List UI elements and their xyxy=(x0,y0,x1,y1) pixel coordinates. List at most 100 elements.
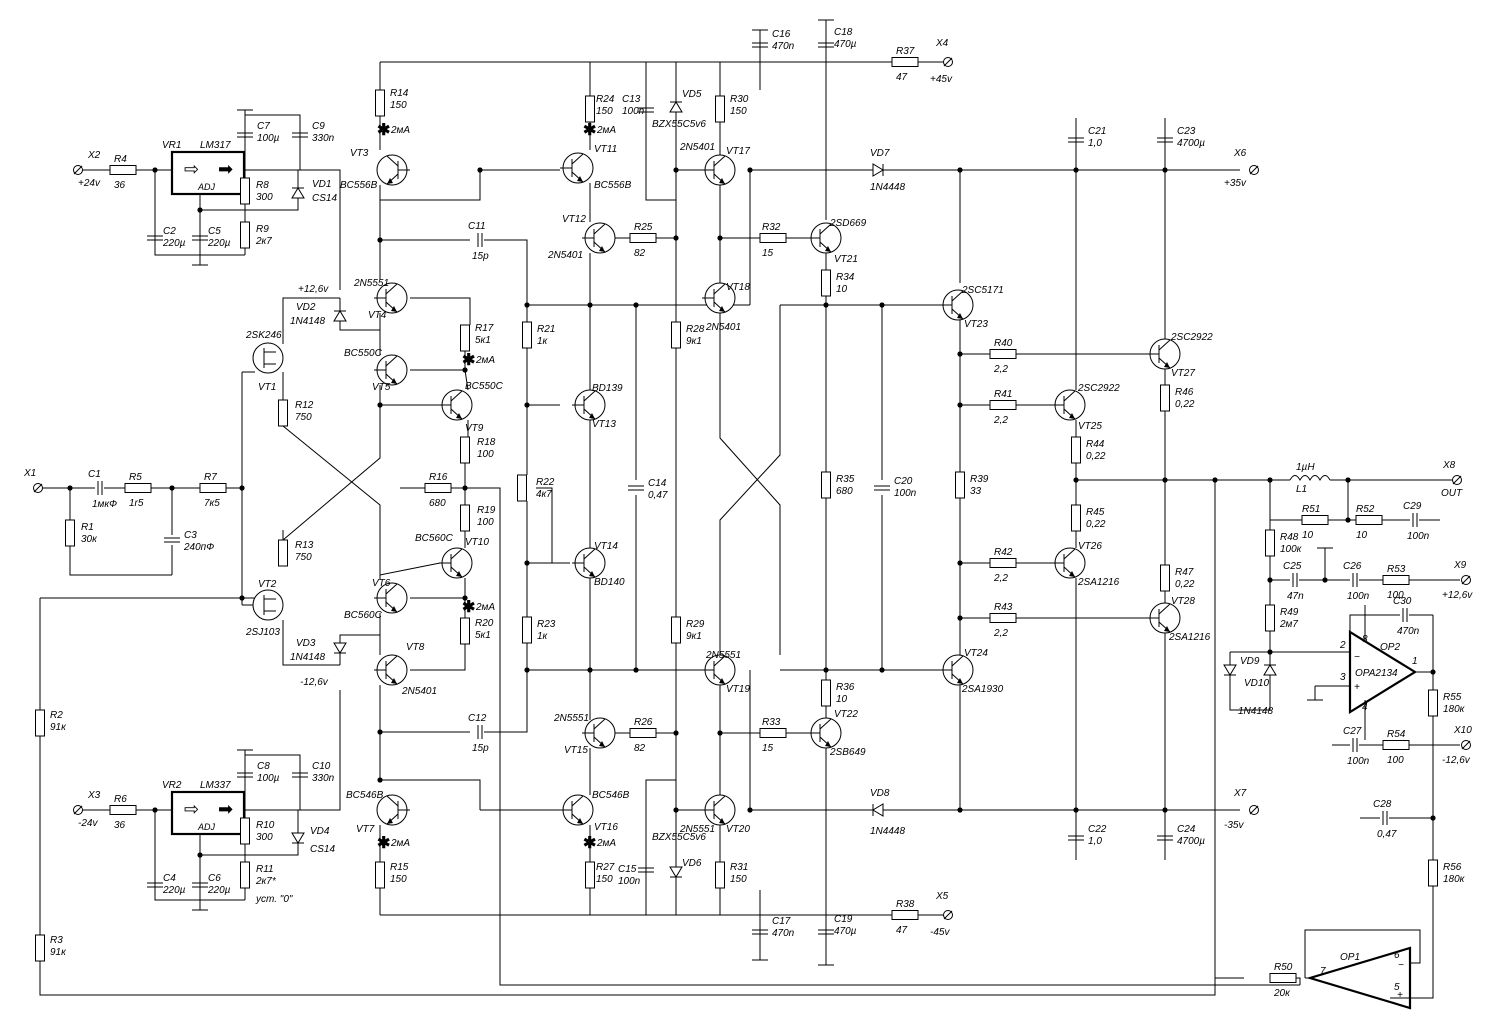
arrow-out-icon: ➡ xyxy=(218,799,233,819)
adj-pin: ADJ xyxy=(197,822,216,832)
diode-ref: VD3 xyxy=(296,638,316,649)
terminal-label: -12,6v xyxy=(1442,755,1471,766)
capacitor-value: 100n xyxy=(1347,756,1370,767)
capacitor-ref: C25 xyxy=(1283,561,1302,572)
wire xyxy=(719,313,781,655)
transistor-ref: VT28 xyxy=(1171,596,1195,607)
resistor-ref: R55 xyxy=(1443,692,1462,703)
transistor-type: 2N5401 xyxy=(705,322,741,333)
transistor-ref: VT27 xyxy=(1171,368,1195,379)
pin: 5 xyxy=(1394,982,1400,993)
junction-dot xyxy=(957,615,963,621)
resistor-ref: R48 xyxy=(1280,532,1299,543)
minus-sign: − xyxy=(1398,960,1404,971)
junction-dot xyxy=(673,235,679,241)
resistor-ref: R49 xyxy=(1280,607,1299,618)
wire xyxy=(484,670,528,733)
resistor-value: 47 xyxy=(896,925,908,936)
transistor-ref: VT23 xyxy=(964,319,988,330)
resistor-ref: R36 xyxy=(836,682,855,693)
resistor-ref: R25 xyxy=(634,222,653,233)
wire xyxy=(245,114,301,170)
capacitor-ref: C15 xyxy=(618,864,637,875)
plus-sign: + xyxy=(1354,682,1360,693)
resistor-ref: R8 xyxy=(256,180,269,191)
terminal-x5: X5-45v xyxy=(930,891,953,938)
resistor-value: 9к1 xyxy=(686,336,702,347)
wire xyxy=(154,810,245,901)
capacitor-ref: C23 xyxy=(1177,126,1196,137)
transistor-type: BC546B xyxy=(592,790,630,801)
wire xyxy=(69,546,172,576)
resistor-ref: R33 xyxy=(762,717,781,728)
transistor-ref: VT14 xyxy=(594,541,618,552)
resistor-value: 680 xyxy=(429,498,446,509)
diode-ref: VD5 xyxy=(682,89,702,100)
capacitor-ref: C28 xyxy=(1373,799,1392,810)
junction-dot xyxy=(239,595,245,601)
resistor-value: 47 xyxy=(896,72,908,83)
transistor-ref: VT24 xyxy=(964,648,988,659)
resistor-value: 10 xyxy=(836,284,848,295)
transistor-ref: VT1 xyxy=(258,382,276,393)
minus-sign: − xyxy=(1354,652,1360,663)
pin: 2 xyxy=(1339,640,1346,651)
current-label: 2мА xyxy=(475,602,495,613)
resistor-ref: R40 xyxy=(994,338,1013,349)
rail-label: +12,6v xyxy=(298,284,329,295)
resistor-ref: R13 xyxy=(295,540,314,551)
transistor-type: 2N5401 xyxy=(401,686,437,697)
diode-ref: VD10 xyxy=(1244,678,1269,689)
resistor-ref: R28 xyxy=(686,324,705,335)
capacitor-value: 15p xyxy=(472,251,489,262)
resistor-ref: R44 xyxy=(1086,439,1105,450)
junction-dot xyxy=(377,777,383,783)
capacitor-value: 220µ xyxy=(162,885,186,896)
resistor-value: 2,2 xyxy=(993,415,1008,426)
resistor-ref: R1 xyxy=(81,522,94,533)
capacitor-ref: C9 xyxy=(312,121,325,132)
diode-type: 1N4148 xyxy=(1238,706,1273,717)
resistor-value: 0,22 xyxy=(1086,519,1106,530)
resistor-ref: R15 xyxy=(390,862,409,873)
rail-neg-label: -12,6v xyxy=(300,677,329,688)
transistor-ref: VT22 xyxy=(834,709,858,720)
transistor-ref: VT17 xyxy=(726,146,750,157)
diode-type: 1N4448 xyxy=(870,826,905,837)
resistor-value: 180к xyxy=(1443,874,1466,885)
capacitor-ref: C14 xyxy=(648,478,667,489)
asterisk: ✱ xyxy=(462,599,475,616)
transistor-type: BC556B xyxy=(594,180,632,191)
capacitor-value: 1,0 xyxy=(1088,138,1102,149)
resistor-ref: R50 xyxy=(1274,962,1293,973)
resistor-value: 10 xyxy=(1356,530,1368,541)
